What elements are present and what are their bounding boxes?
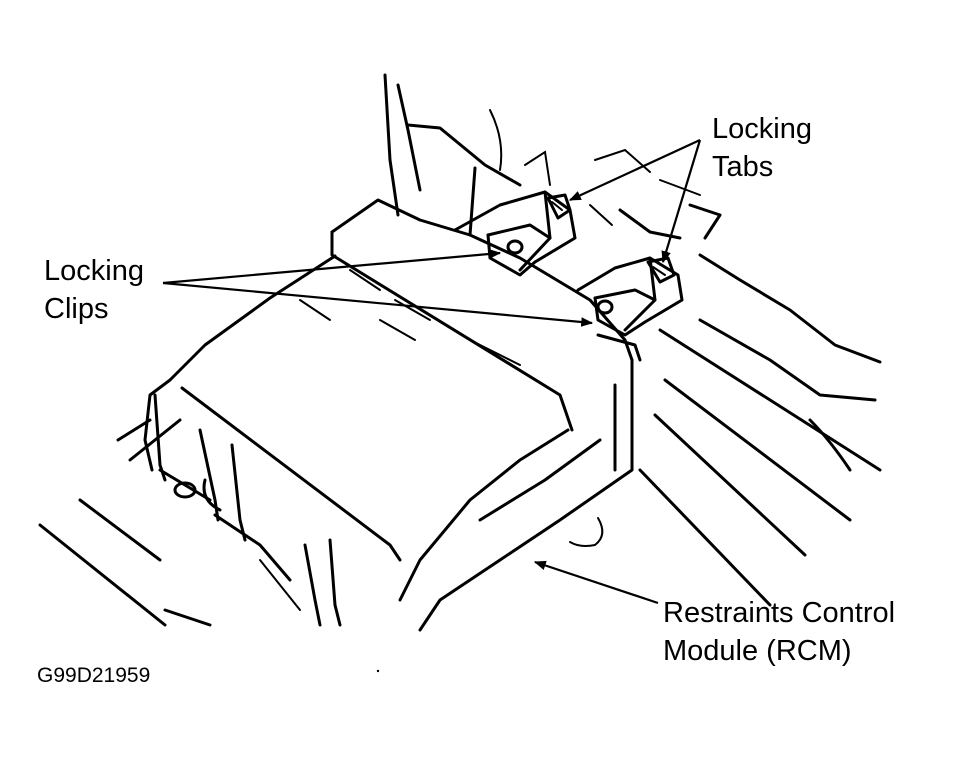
locking-clips-label-line1: Locking [44, 255, 144, 287]
module-body [143, 198, 634, 632]
floor-rails [638, 328, 882, 607]
arrow-rcm [533, 560, 659, 605]
rcm-label: Restraints Control Module (RCM) [663, 594, 895, 670]
locking-tabs-label-line1: Locking [712, 113, 812, 145]
rcm-label-line2: Module (RCM) [663, 635, 852, 667]
locking-clip-right [576, 256, 684, 362]
arrow-locking-clip-left [162, 249, 502, 285]
arrow-locking-clip-right [162, 281, 594, 327]
floor-panel-outline [383, 73, 882, 472]
locking-clip-left [453, 190, 577, 277]
locking-tabs-label: Locking Tabs [712, 110, 812, 186]
arrow-locking-tab-left [568, 139, 701, 201]
module-detail-marks [376, 517, 604, 673]
module-ribbed-end [38, 393, 342, 627]
locking-clips-label-line2: Clips [44, 293, 109, 325]
figure-code: G99D21959 [37, 664, 151, 687]
rcm-label-line1: Restraints Control [663, 597, 896, 629]
arrow-locking-tab-right [661, 139, 702, 264]
leader-arrows [162, 139, 702, 605]
locking-tabs-label-line2: Tabs [712, 151, 774, 183]
locking-clips-label: Locking Clips [44, 252, 144, 328]
